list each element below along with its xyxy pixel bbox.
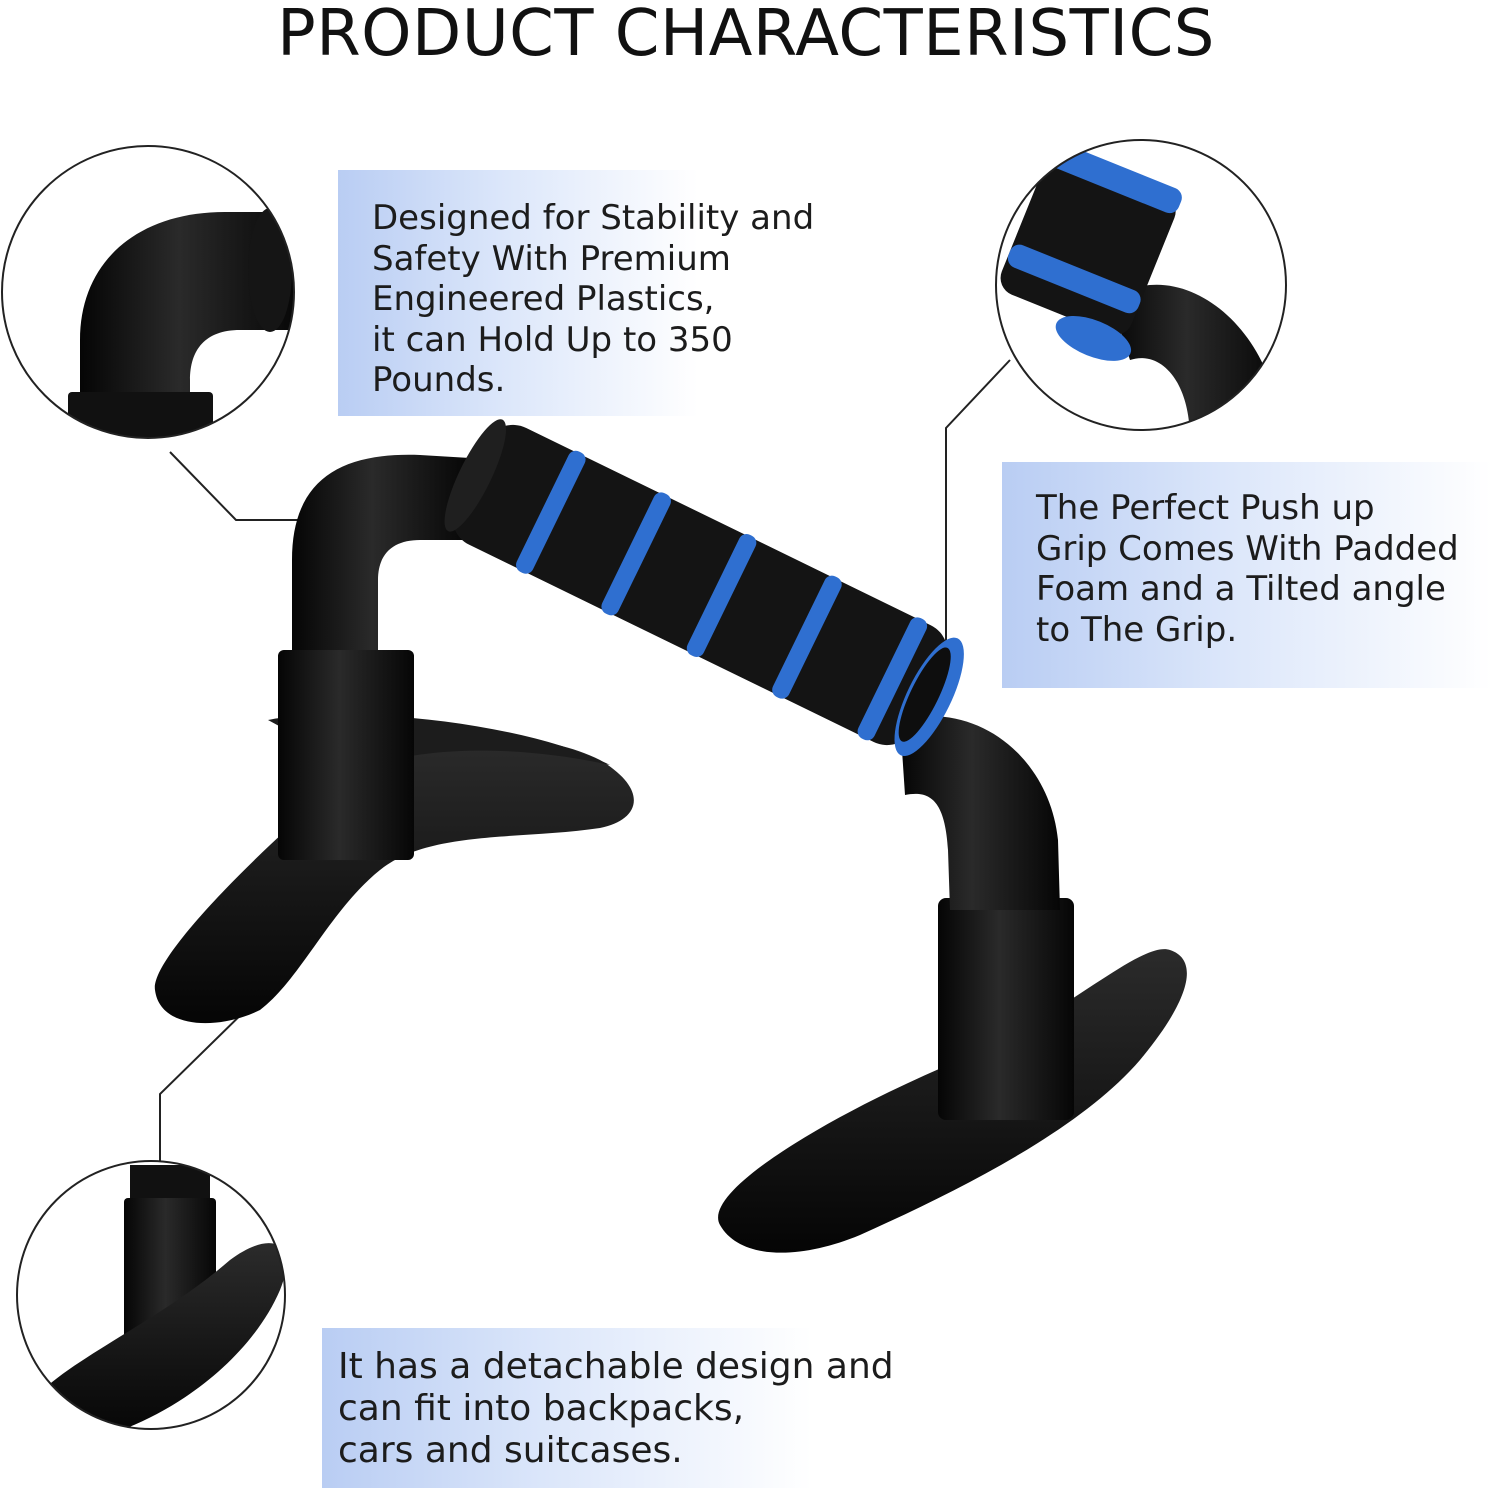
caption-detachable: It has a detachable design and can fit i… <box>322 1328 894 1488</box>
grip-band <box>686 534 757 657</box>
right-post-tube <box>900 716 1060 910</box>
left-post-base <box>278 650 414 860</box>
caption-line: to The Grip. <box>1036 609 1238 650</box>
caption-stability: Designed for Stability and Safety With P… <box>338 170 814 416</box>
grip-band <box>601 492 671 616</box>
left-post-tube <box>292 454 470 650</box>
caption-line: Safety With Premium <box>372 238 731 279</box>
detail-circle-bend <box>1 145 295 439</box>
caption-line: It has a detachable design and <box>338 1346 894 1387</box>
caption-grip: The Perfect Push up Grip Comes With Padd… <box>1002 462 1492 688</box>
detail-circle-foam <box>995 139 1287 431</box>
caption-grip-text: The Perfect Push up Grip Comes With Padd… <box>1036 488 1459 650</box>
grip-band <box>772 575 842 699</box>
callout-line-grip <box>945 359 1011 678</box>
caption-line: Engineered Plastics, <box>372 279 715 319</box>
detail-circle-foot <box>16 1160 286 1430</box>
caption-line: Grip Comes With Padded <box>1036 528 1459 569</box>
page-title: PRODUCT CHARACTERISTICS <box>277 0 1215 71</box>
callout-line-detachable <box>159 997 259 1163</box>
caption-line: Foam and a Tilted angle <box>1036 569 1446 609</box>
right-post-base <box>938 898 1074 1120</box>
caption-line: it can Hold Up to 350 <box>372 319 733 360</box>
caption-line: can fit into backpacks, <box>338 1388 745 1429</box>
caption-line: Pounds. <box>372 360 506 400</box>
grip-band <box>857 617 928 741</box>
caption-line: Designed for Stability and <box>372 198 815 238</box>
caption-line: cars and suitcases. <box>338 1430 683 1471</box>
caption-detachable-text: It has a detachable design and can fit i… <box>338 1346 894 1472</box>
caption-line: The Perfect Push up <box>1036 488 1375 528</box>
caption-stability-text: Designed for Stability and Safety With P… <box>372 198 814 401</box>
foam-grip <box>444 419 964 756</box>
grip-band <box>516 450 586 574</box>
